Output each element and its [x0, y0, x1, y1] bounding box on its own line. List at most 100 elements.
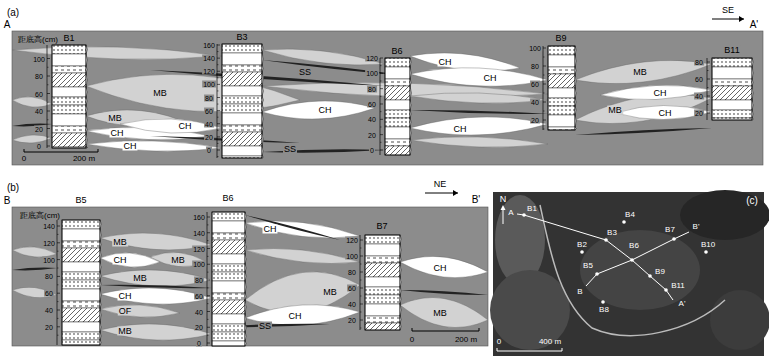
- core-segment: [212, 264, 245, 272]
- core-segment: [62, 289, 100, 301]
- ruler-tick: [707, 70, 709, 71]
- ruler-tick: [543, 84, 546, 85]
- ruler-tick: [57, 326, 60, 327]
- ruler-line: [57, 220, 58, 345]
- core-segment: [712, 100, 752, 110]
- section-line: [586, 232, 689, 286]
- ruler-tick: [207, 343, 210, 344]
- facies-label: CH: [123, 142, 138, 151]
- ruler-tick: [57, 251, 59, 252]
- borehole-name: B11: [723, 46, 740, 55]
- scale-number: 60: [367, 100, 377, 107]
- ruler-tick: [57, 335, 59, 336]
- core-segment: [385, 110, 410, 118]
- ruler-tick: [360, 288, 363, 289]
- scale-label: 400 m: [538, 338, 562, 346]
- panel-letter: (c): [745, 196, 759, 206]
- scale-number: 100: [32, 55, 46, 62]
- ch-lens: [86, 141, 222, 151]
- facies-label: MB: [112, 238, 128, 247]
- mb-lens: [575, 60, 712, 83]
- scale-number: 20: [34, 125, 44, 132]
- facies-label: CH: [178, 122, 193, 131]
- ruler-tick: [380, 58, 383, 59]
- mb-lens: [400, 297, 488, 327]
- scale-number: 0: [36, 143, 42, 150]
- ruler-line: [47, 45, 48, 148]
- ruler-line: [707, 58, 708, 120]
- ruler-tick: [47, 84, 49, 85]
- core-segment: [548, 46, 575, 55]
- core-segment: [62, 229, 100, 241]
- ruler-tick: [217, 143, 219, 144]
- borehole-dot: [595, 272, 599, 276]
- ruler-tick: [57, 242, 60, 243]
- section-end: B': [471, 195, 482, 205]
- core-segment: [222, 125, 262, 132]
- core-segment: [62, 248, 100, 262]
- ruler-tick: [380, 80, 382, 81]
- scale-number: 120: [365, 55, 379, 62]
- ruler-tick: [47, 58, 50, 59]
- ss-lens: [245, 215, 340, 240]
- mb-lens: [100, 270, 212, 286]
- ch-lens: [410, 68, 548, 87]
- ch-lens: [100, 253, 160, 267]
- map-label: B10: [700, 241, 716, 249]
- facies-label: MB: [170, 256, 186, 265]
- ruler-tick: [47, 128, 50, 129]
- core-segment: [365, 316, 400, 323]
- facies-label: CH: [263, 225, 278, 234]
- ch-lens: [615, 105, 712, 119]
- core-segment: [365, 295, 400, 304]
- ruler-tick: [543, 57, 545, 58]
- ch-lens: [600, 85, 712, 99]
- ruler-tick: [360, 240, 363, 241]
- ruler-tick: [47, 146, 50, 147]
- section-ground: [12, 31, 763, 165]
- ruler-tick: [207, 217, 210, 218]
- facies-label: CH: [318, 106, 333, 115]
- scale-number: 100: [42, 256, 56, 263]
- core-segment: [365, 235, 400, 244]
- ruler-tick: [360, 328, 362, 329]
- map-label: B5: [582, 262, 594, 270]
- ruler-tick: [380, 126, 382, 127]
- axis-title: 距底高(cm): [17, 36, 59, 44]
- scale-number: 100: [528, 45, 542, 52]
- core-segment: [212, 293, 245, 300]
- core-segment: [365, 304, 400, 316]
- mb-lens: [12, 287, 57, 298]
- scale-number: 80: [34, 73, 44, 80]
- axis-title: 距底高(cm): [19, 212, 61, 220]
- ruler-tick: [217, 123, 220, 124]
- facies-label: OF: [118, 307, 133, 316]
- ruler-tick: [217, 117, 219, 118]
- ruler-tick: [360, 272, 363, 273]
- map-label: B9: [654, 268, 666, 276]
- facies-label: CH: [433, 264, 448, 273]
- direction-label: SE: [721, 6, 735, 15]
- ruler-tick: [47, 67, 49, 68]
- north-arrow: [503, 208, 504, 224]
- core-segment: [548, 106, 575, 115]
- ruler-tick: [217, 64, 219, 65]
- core-segment: [212, 281, 245, 293]
- core-segment: [212, 240, 245, 254]
- scale-number: 40: [194, 308, 204, 315]
- core-column: [365, 235, 400, 330]
- core-segment: [385, 127, 410, 139]
- ruler-tick: [380, 111, 382, 112]
- core-segment: [52, 45, 86, 54]
- core-segment: [712, 67, 752, 79]
- scale-number: 40: [530, 99, 540, 106]
- scale-label: 0: [409, 336, 415, 344]
- scale-number: 140: [42, 223, 56, 230]
- ruler-line: [217, 44, 218, 158]
- section-line: [517, 214, 673, 300]
- mb-lens: [100, 324, 212, 340]
- arrow-head: [739, 16, 744, 22]
- borehole-dot: [672, 237, 676, 241]
- core-column: [222, 44, 262, 158]
